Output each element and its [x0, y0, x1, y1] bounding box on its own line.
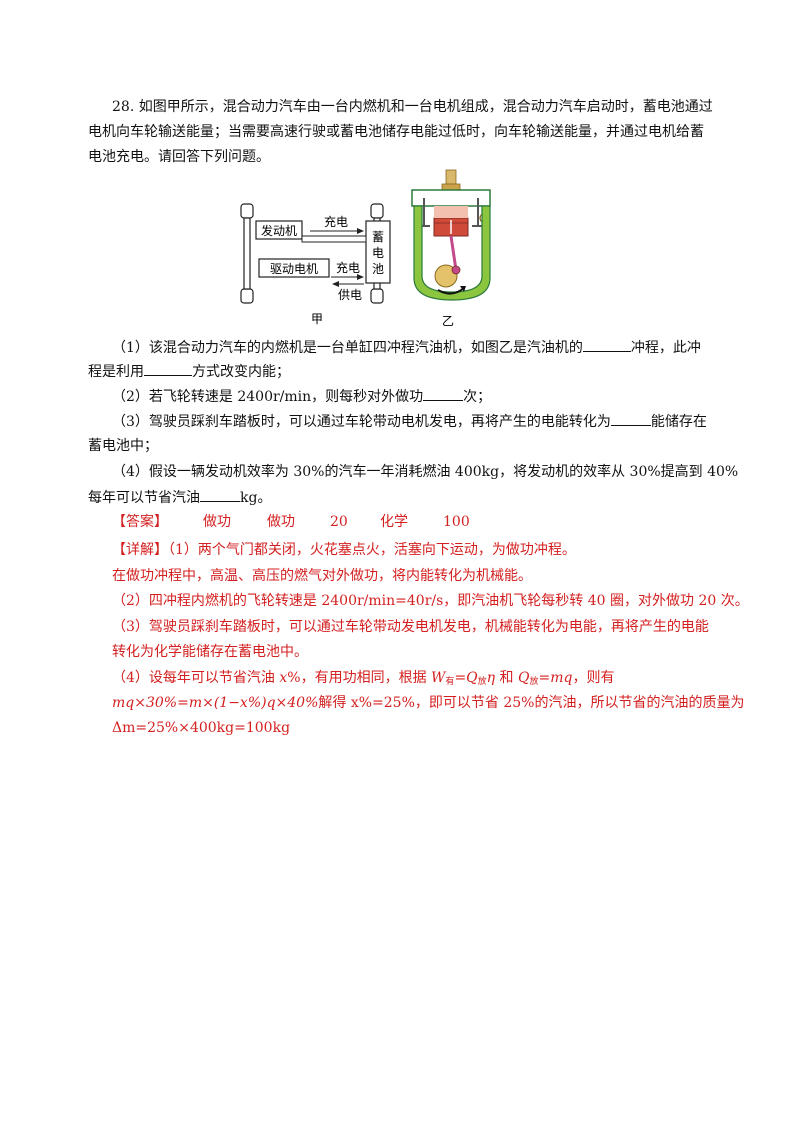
detail-6-sub-fang: 放 [477, 677, 487, 687]
sub2-text-a: （2）若飞轮转速是 2400r/min，则每秒对外做功 [112, 389, 424, 405]
answer-value-2: 做功 [267, 514, 295, 530]
detail-6-eq1: = [454, 670, 467, 686]
detail-line-8: Δm=25%×400kg=100kg [112, 720, 291, 736]
wheel-icon [370, 203, 384, 219]
battery-label-3: 池 [372, 262, 384, 276]
charge-label-bottom: 充电 [336, 260, 360, 275]
detail-6-eta: η [486, 670, 496, 686]
sub1-text-c: 程是利用 [88, 364, 144, 380]
spark-plug-icon [445, 169, 457, 185]
sub1-text-b: 冲程，此冲 [630, 340, 701, 356]
wheel-icon [240, 288, 254, 304]
detail-7-formula: mq×30%=m×(1−x%)q×40% [112, 695, 319, 711]
question-line-1: 28. 如图甲所示，混合动力汽车由一台内燃机和一台电机组成，混合动力汽车启动时，… [112, 99, 713, 115]
sub2-text-b: 次； [463, 389, 492, 405]
detail-6-and: 和 [495, 670, 518, 686]
sub3-line-1: （3）驾驶员踩刹车踏板时，可以通过车轮带动电机发电，再将产生的电能转化为 能储存在 [112, 411, 707, 432]
figure-a-caption: 甲 [311, 312, 323, 326]
sub4-text-b: 每年可以节省汽油 [88, 490, 200, 506]
detail-text-1: （1）两个气门都关闭，火花塞点火，活塞向下运动，为做功冲程。 [168, 542, 576, 558]
answer-blank-1 [582, 337, 631, 352]
battery-label-2: 电 [372, 246, 384, 260]
detail-line-3: （2）四冲程内燃机的飞轮转速是 2400r/min=40r/s，即汽油机飞轮每秒… [112, 593, 749, 609]
sub1-line-2: 程是利用 方式改变内能； [88, 361, 290, 382]
detail-line-5: 转化为化学能储存在蓄电池中。 [112, 644, 308, 660]
figure-engine-cylinder: 乙 [411, 169, 491, 328]
detail-6-a: （4）设每年可以节省汽油 [112, 670, 280, 686]
detail-line-1: 【详解】（1）两个气门都关闭，火花塞点火，活塞向下运动，为做功冲程。 [112, 540, 576, 560]
answer-blank-3 [423, 386, 464, 401]
charge-label-top: 充电 [324, 214, 348, 229]
figure-hybrid-diagram: 蓄 电 池 发动机 充电 驱动电机 充电 供电 甲 [240, 203, 391, 326]
detail-6-w: W [431, 670, 446, 686]
detail-line-2: 在做功冲程中，高温、高压的燃气对外做功，将内能转化为机械能。 [112, 568, 532, 584]
detail-label: 【详解】 [112, 542, 168, 558]
sub1-text-a: （1）该混合动力汽车的内燃机是一台单缸四冲程汽油机，如图乙是汽油机的 [112, 340, 583, 356]
motor-label: 驱动电机 [270, 262, 318, 276]
sub4-line-1: （4）假设一辆发动机效率为 30%的汽车一年消耗燃油 400kg，将发动机的效率… [112, 464, 739, 480]
answer-value-3: 20 [330, 514, 348, 530]
sub3-line-2: 蓄电池中； [88, 438, 158, 454]
detail-line-4: （3）驾驶员踩刹车踏板时，可以通过车轮带动发电机发电，机械能转化为电能，再将产生… [112, 619, 709, 635]
engine-label: 发动机 [261, 223, 297, 238]
sub3-text-b: 能储存在 [650, 414, 707, 430]
answer-value-1: 做功 [203, 514, 231, 530]
answer-blank-4 [610, 411, 651, 426]
supply-label: 供电 [338, 288, 362, 302]
detail-6-mq: mq [550, 670, 573, 686]
figure-b-caption: 乙 [442, 314, 454, 328]
battery-label-1: 蓄 [372, 230, 384, 244]
detail-6-eq2: = [538, 670, 551, 686]
detail-6-b: %，有用功相同，根据 [287, 670, 432, 686]
wheel-icon [370, 288, 384, 304]
detail-6-q: Q [466, 670, 478, 686]
detail-7-rest: 解得 x%=25%，即可以节省 25%的汽油，所以节省的汽油的质量为 [318, 695, 745, 711]
sub1-text-d: 方式改变内能； [192, 364, 290, 380]
sub2-line: （2）若飞轮转速是 2400r/min，则每秒对外做功 次； [112, 386, 491, 407]
answer-value-4: 化学 [380, 514, 408, 530]
detail-6-sub-fang2: 放 [529, 677, 539, 687]
flywheel-icon [434, 264, 458, 288]
detail-line-6: （4）设每年可以节省汽油 x%，有用功相同，根据 W有=Q放η 和 Q放=mq，… [112, 668, 614, 692]
sub4-text-c: kg。 [240, 490, 272, 506]
sub3-text-a: （3）驾驶员踩刹车踏板时，可以通过车轮带动电机发电，再将产生的电能转化为 [112, 414, 611, 430]
answer-row: 【答案】 做功 做功 20 化学 100 [0, 512, 800, 532]
detail-6-q2: Q [517, 670, 530, 686]
answer-blank-2 [144, 361, 192, 376]
answer-value-5: 100 [443, 514, 470, 530]
detail-6-sub-you: 有 [445, 677, 455, 687]
question-line-3: 电池充电。请回答下列问题。 [88, 149, 270, 165]
wheel-icon [240, 203, 254, 219]
sub4-line-2: 每年可以节省汽油 kg。 [88, 487, 271, 508]
detail-line-7: mq×30%=m×(1−x%)q×40%解得 x%=25%，即可以节省 25%的… [112, 693, 744, 713]
answer-blank-5 [200, 487, 240, 502]
detail-6-end: ，则有 [572, 670, 615, 686]
sub1-line-1: （1）该混合动力汽车的内燃机是一台单缸四冲程汽油机，如图乙是汽油机的 冲程，此冲 [112, 337, 701, 358]
question-line-2: 电机向车轮输送能量；当需要高速行驶或蓄电池储存电能过低时，向车轮输送能量，并通过… [88, 124, 704, 140]
detail-6-x: x [279, 670, 288, 686]
answer-label: 【答案】 [112, 514, 168, 530]
